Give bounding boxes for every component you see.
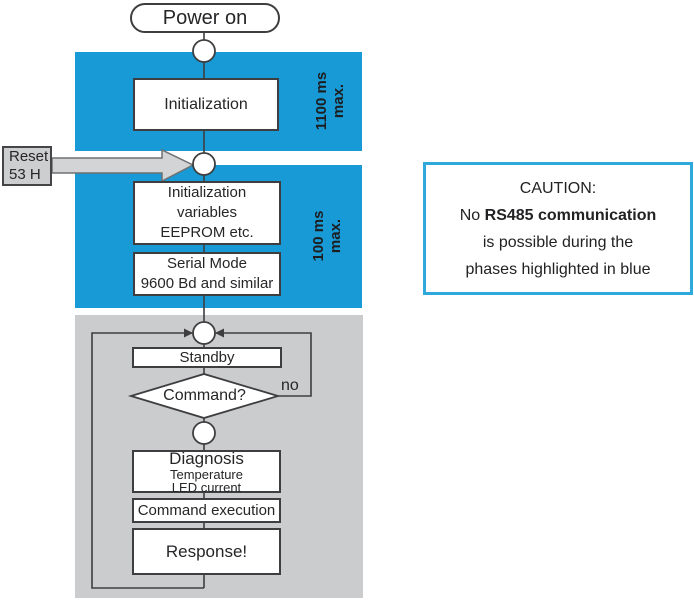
reset-arrow-icon — [51, 148, 195, 183]
duration-label-1100ms: 1100 ms max. — [313, 71, 347, 131]
caution-box: CAUTION: No RS485 communication is possi… — [423, 162, 693, 295]
node-serial-mode: Serial Mode 9600 Bd and similar — [133, 252, 281, 296]
junction-circle-reset — [192, 152, 216, 176]
node-initialization: Initialization — [133, 78, 279, 131]
node-standby: Standby — [132, 347, 282, 368]
caution-line2: No RS485 communication — [459, 206, 657, 224]
junction-circle-loop-entry — [192, 321, 216, 345]
caution-line3: is possible during the — [482, 233, 634, 251]
node-power-on: Power on — [130, 3, 280, 33]
arrowhead-left-icon — [184, 328, 193, 338]
junction-circle-command — [192, 421, 216, 445]
caution-line4: phases highlighted in blue — [465, 260, 651, 278]
decision-diamond-command — [127, 373, 282, 419]
arrowhead-right-icon — [215, 328, 224, 338]
node-response: Response! — [132, 528, 281, 575]
node-init-variables: Initialization variables EEPROM etc. — [133, 181, 281, 245]
reset-box: Reset 53 H — [2, 146, 52, 186]
duration-label-100ms: 100 ms max. — [310, 210, 344, 262]
no-branch-label: no — [281, 377, 299, 394]
junction-circle-power — [192, 39, 216, 63]
decision-command-label: Command? — [163, 387, 246, 404]
caution-line1: CAUTION: — [519, 179, 597, 197]
caution-bold-text: RS485 communication — [484, 206, 657, 224]
node-diagnosis: Diagnosis Temperature LED current — [132, 448, 281, 495]
diagnosis-title: Diagnosis — [169, 448, 244, 468]
diagnosis-subtext: Temperature LED current — [170, 466, 243, 495]
node-command-execution: Command execution — [132, 498, 281, 523]
